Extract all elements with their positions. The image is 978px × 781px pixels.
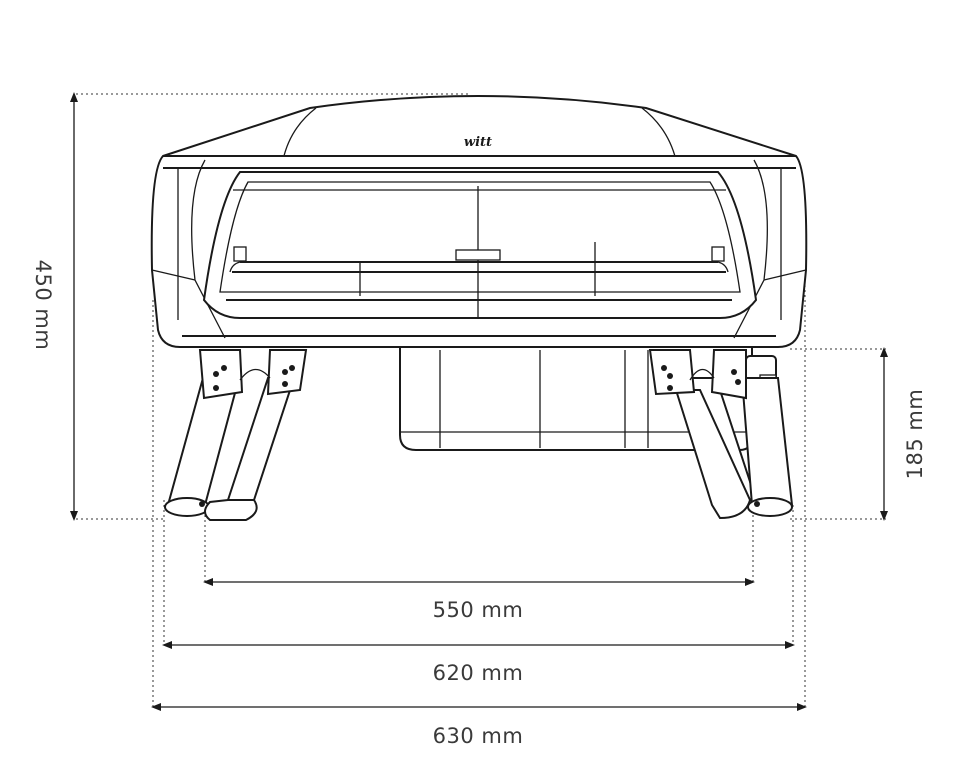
leg-right-feet [674, 389, 793, 520]
leg-left-front [164, 377, 241, 517]
dimension-width-total: 630 mm [151, 703, 807, 748]
label-width-feet: 620 mm [433, 661, 524, 685]
oven-opening [202, 171, 758, 319]
hinge-right [648, 349, 747, 400]
leg-left-rear [226, 377, 296, 501]
label-height-base: 185 mm [903, 389, 927, 480]
dimension-height-total: 450 mm [31, 92, 78, 521]
dimension-height-base: 185 mm [880, 347, 927, 521]
label-width-total: 630 mm [433, 724, 524, 748]
extension-lines [76, 93, 886, 707]
dimension-width-legs: 550 mm [203, 578, 755, 622]
hinge-left [198, 349, 308, 400]
label-width-legs: 550 mm [433, 598, 524, 622]
label-height-total: 450 mm [31, 260, 55, 351]
logo-wordmark: witt [464, 135, 492, 150]
pizza-oven-drawing: witt [150, 95, 808, 521]
dimension-width-feet: 620 mm [162, 641, 795, 685]
leg-left-rear-foot [204, 499, 258, 521]
